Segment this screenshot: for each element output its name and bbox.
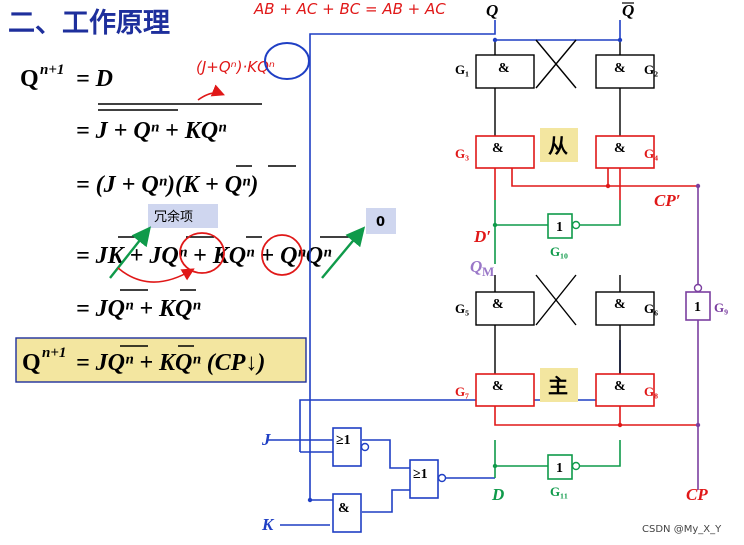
gate-g10-bubble: [571, 220, 581, 230]
zero-label-box: [366, 208, 396, 234]
eq1-sup: n+1: [40, 62, 64, 78]
gate-or-j: [332, 427, 362, 467]
gate-g5: [475, 291, 535, 326]
signal-d-prime: D′: [473, 227, 491, 246]
gate-g2-label: G₂: [644, 62, 658, 77]
gate-g9: [685, 291, 711, 321]
handwritten-expression: (J+Qⁿ)·KQⁿ: [196, 58, 275, 76]
master-latch-wires: [494, 274, 621, 374]
redundant-label-box: [148, 204, 218, 228]
gate-g9-bubble: [693, 283, 703, 293]
eq4-text: = JK + JQⁿ + KQⁿ + QⁿQⁿ: [76, 243, 332, 269]
gate-g5-label: G₅: [455, 301, 469, 316]
gate-g5-symbol: &: [492, 297, 504, 312]
master-label-box: [540, 368, 578, 402]
eq2-text: = J + Qⁿ + KQⁿ: [76, 118, 227, 144]
master-label: 主: [548, 374, 568, 398]
gate-g3: [475, 135, 535, 169]
circle-kq: [261, 234, 303, 276]
signal-qm-sub: M: [482, 264, 494, 279]
gate-g4: [595, 135, 655, 169]
slave-latch-wires: [494, 39, 621, 136]
redundant-label: 冗余项: [154, 209, 193, 225]
gate-g6-label: G₆: [644, 301, 658, 316]
handwritten-circle: [264, 42, 310, 80]
gate-g3-symbol: &: [492, 141, 504, 156]
eq5-text: = JQⁿ + KQⁿ: [76, 296, 201, 322]
eq1-rhs: = D: [76, 66, 113, 92]
result-lhs: Q: [22, 350, 41, 376]
gate-g6: [595, 291, 655, 326]
green-wires: [494, 200, 621, 478]
gate-or-j-symbol: ≥1: [336, 433, 351, 448]
eq3-text: = (J + Qⁿ)(K + Qⁿ): [76, 172, 258, 198]
gate-g2: [595, 54, 655, 89]
junction-dots: [307, 37, 701, 503]
gate-g10: [547, 213, 573, 239]
page-title: 二、工作原理: [8, 8, 170, 39]
blue-wires: [268, 20, 621, 526]
eq1-lhs: Q: [20, 66, 39, 92]
result-highlight: [15, 337, 307, 383]
gate-g1-symbol: &: [498, 61, 510, 76]
gate-g10-symbol: 1: [556, 220, 563, 235]
handwritten-arrow-2: [117, 267, 195, 283]
red-wires: [494, 168, 700, 426]
gate-g7: [475, 373, 535, 407]
gate-and-k-symbol: &: [338, 501, 350, 516]
gate-and-k: [332, 493, 362, 533]
signal-q: Q: [486, 1, 498, 20]
zero-label: 0: [376, 215, 385, 230]
gate-g1-label: G₁: [455, 62, 469, 77]
gate-g9-label: G₉: [714, 300, 728, 315]
gate-or-out: [409, 459, 439, 499]
gate-g1: [475, 54, 535, 89]
circle-jq: [179, 232, 225, 274]
signal-cp-prime: CP′: [654, 191, 681, 210]
signal-d: D: [491, 485, 504, 504]
gate-g7-label: G₇: [455, 384, 469, 399]
gate-g4-label: G₄: [644, 146, 658, 161]
gate-g9-symbol: 1: [694, 300, 701, 315]
gate-g11-label: G₁₁: [550, 484, 568, 499]
signal-qm: Q: [470, 257, 482, 276]
signal-cp: CP: [686, 485, 708, 504]
result-rhs: = JQⁿ + KQⁿ (CP↓): [76, 350, 265, 376]
gate-or-j-bubble: [360, 442, 370, 452]
gate-g10-label: G₁₀: [550, 244, 568, 259]
signal-k: K: [261, 515, 275, 534]
gate-g8-symbol: &: [614, 379, 626, 394]
strike-jk: [109, 226, 151, 279]
watermark: CSDN @My_X_Y: [642, 524, 722, 535]
strike-qq: [321, 226, 366, 279]
gate-g8: [595, 373, 655, 407]
gate-g4-symbol: &: [614, 141, 626, 156]
gate-g7-symbol: &: [492, 379, 504, 394]
slave-label-box: [540, 128, 578, 162]
slave-label: 从: [548, 134, 568, 158]
handwritten-arrow-1: [197, 84, 225, 101]
signal-q-bar: Q: [622, 1, 634, 20]
result-sup: n+1: [42, 345, 66, 361]
gate-or-out-symbol: ≥1: [413, 467, 428, 482]
gate-g3-label: G₃: [455, 146, 469, 161]
gate-or-out-bubble: [437, 473, 447, 483]
gate-g2-symbol: &: [614, 61, 626, 76]
gate-g11-symbol: 1: [556, 461, 563, 476]
handwritten-identity: AB + AC + BC = AB + AC: [253, 0, 446, 18]
gate-g11-bubble: [571, 461, 581, 471]
gate-g6-symbol: &: [614, 297, 626, 312]
signal-j: J: [261, 430, 271, 449]
gate-g8-label: G₈: [644, 384, 658, 399]
